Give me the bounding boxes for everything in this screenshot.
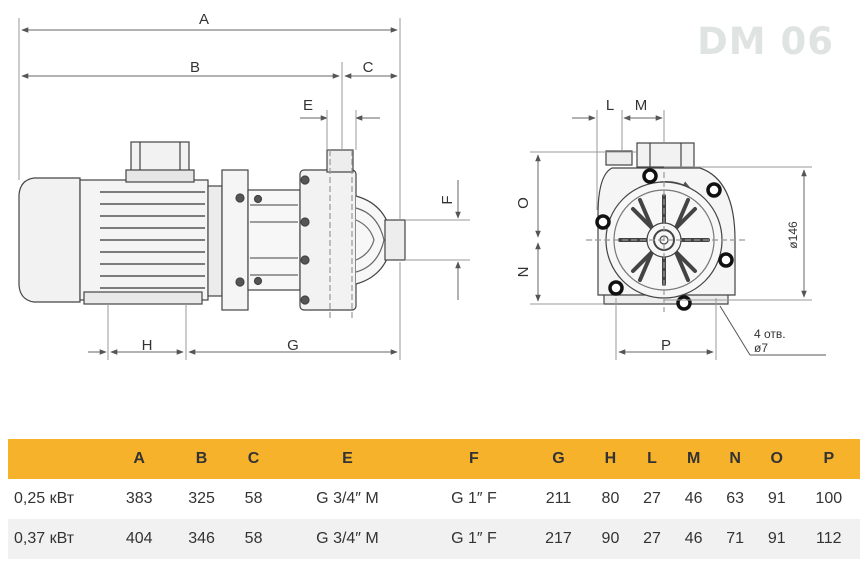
table-cell: 100 [797,479,860,519]
pump-flange [221,169,249,311]
suction-port [384,219,406,261]
front-dimensions [530,110,826,360]
table-cell: 112 [797,519,860,559]
table-cell: 80 [589,479,632,519]
dim-label-p: P [661,337,671,354]
side-dimensions [18,18,470,360]
dim-label-g: G [287,337,299,354]
table-cell: 58 [232,479,275,519]
dim-label-n: N [515,267,532,278]
dim-label-f: F [439,195,456,204]
header-cell: L [631,439,673,479]
dim-label-l: L [606,97,614,114]
table-cell: 0,37 кВт [8,519,108,559]
header-cell: F [420,439,528,479]
table-cell: 91 [755,519,798,559]
model-title: DM 06 [697,20,834,63]
dim-label-c: C [363,59,374,76]
table-cell: 383 [108,479,171,519]
holes-note-diameter: ø7 [754,341,768,355]
header-cell: P [797,439,860,479]
header-cell: M [672,439,715,479]
spec-table-header: A B C E F G H L M N O P [8,439,860,479]
dim-label-m: M [635,97,648,114]
motor-foot [83,291,203,305]
terminal-box [130,141,190,173]
table-row: 0,25 кВт 383 325 58 G 3/4″ M G 1″ F 211 … [8,479,860,519]
table-cell: 404 [108,519,171,559]
motor-flange [207,185,223,297]
pump-casing [299,169,357,311]
header-cell: H [589,439,632,479]
lantern [247,189,301,291]
dim-label-e: E [303,97,313,114]
table-cell: 58 [232,519,275,559]
technical-drawing: A B C E F H G [18,11,826,360]
table-cell: 211 [527,479,590,519]
header-cell: C [232,439,275,479]
spec-table: A B C E F G H L M N O P 0,25 кВт 383 325… [8,439,860,559]
dim-label-a: A [199,11,209,28]
dim-label-h: H [142,337,153,354]
table-cell: 0,25 кВт [8,479,108,519]
motor-fins [100,191,205,289]
table-cell: G 3/4″ M [274,479,421,519]
table-cell: 90 [589,519,632,559]
table-cell: 325 [170,479,233,519]
front-view [586,142,746,312]
discharge-port [326,149,354,173]
header-cell: G [527,439,590,479]
table-cell: G 3/4″ M [274,519,421,559]
header-cell [8,439,108,479]
table-cell: 71 [714,519,756,559]
header-cell: E [274,439,421,479]
table-cell: 27 [631,479,673,519]
motor-end-cap [18,177,81,303]
table-cell: 217 [527,519,590,559]
table-cell: 63 [714,479,756,519]
table-cell: G 1″ F [420,519,528,559]
table-cell: G 1″ F [420,479,528,519]
front-outlet [636,142,695,168]
dim-label-b: B [190,59,200,76]
header-cell: N [714,439,756,479]
table-cell: 46 [672,479,715,519]
header-cell: B [170,439,233,479]
header-cell: O [755,439,798,479]
dim-label-o: O [515,197,532,209]
table-cell: 27 [631,519,673,559]
side-view [18,141,406,318]
dim-label-diameter: ø146 [786,221,800,249]
header-cell: A [108,439,171,479]
holes-note-count: 4 отв. [754,327,786,341]
table-cell: 346 [170,519,233,559]
table-cell: 46 [672,519,715,559]
table-cell: 91 [755,479,798,519]
table-row: 0,37 кВт 404 346 58 G 3/4″ M G 1″ F 217 … [8,519,860,559]
